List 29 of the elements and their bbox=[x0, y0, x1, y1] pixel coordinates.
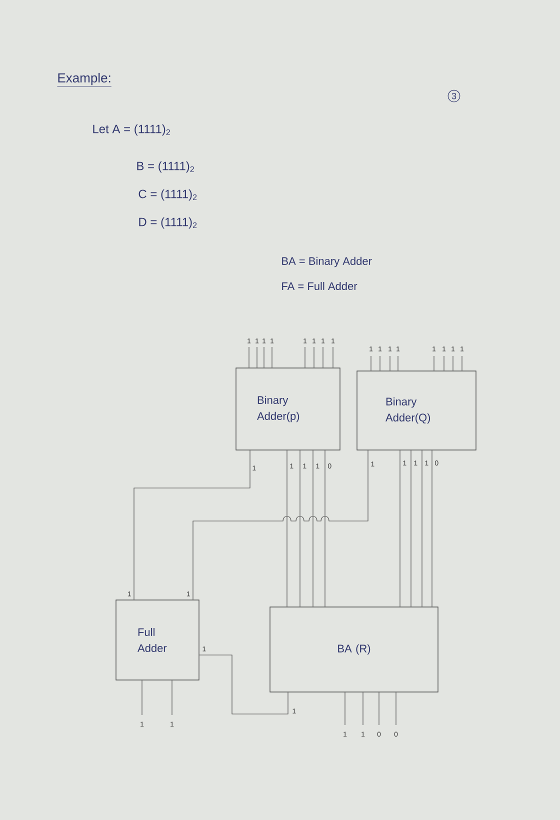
abbreviation-note: BA = Binary Adder bbox=[282, 256, 372, 268]
equation-text: Let A = (1111)$_{2}$ bbox=[93, 124, 170, 136]
adder-box: Full Adder bbox=[116, 600, 200, 680]
wire bbox=[312, 450, 314, 607]
adder-box: Binary Adder(Q) bbox=[356, 370, 476, 450]
equation-text: D = (1111)$_{2}$ bbox=[139, 217, 197, 229]
wire bbox=[256, 346, 258, 368]
wire bbox=[322, 346, 324, 368]
wire bbox=[199, 654, 288, 714]
wire bbox=[378, 692, 380, 726]
adder-box: BA (R) bbox=[270, 606, 438, 692]
wire bbox=[134, 450, 250, 600]
wire bbox=[452, 356, 454, 371]
title: Example: bbox=[57, 72, 112, 87]
wire bbox=[332, 346, 334, 368]
equation-text: C = (1111)$_{2}$ bbox=[138, 189, 197, 201]
wire bbox=[304, 346, 306, 368]
abbreviation-note: FA = Full Adder bbox=[282, 282, 358, 290]
wire bbox=[286, 450, 288, 607]
wire bbox=[410, 450, 412, 607]
wire bbox=[324, 450, 326, 607]
adder-box: Binary Adder(p) bbox=[236, 368, 340, 450]
wire bbox=[370, 356, 372, 371]
wire bbox=[344, 692, 346, 726]
wire bbox=[362, 692, 364, 726]
page-number: 3 bbox=[448, 90, 460, 102]
equation-text: B = (1111)$_{2}$ bbox=[137, 161, 194, 173]
wire bbox=[192, 450, 368, 600]
wire bbox=[248, 346, 250, 368]
